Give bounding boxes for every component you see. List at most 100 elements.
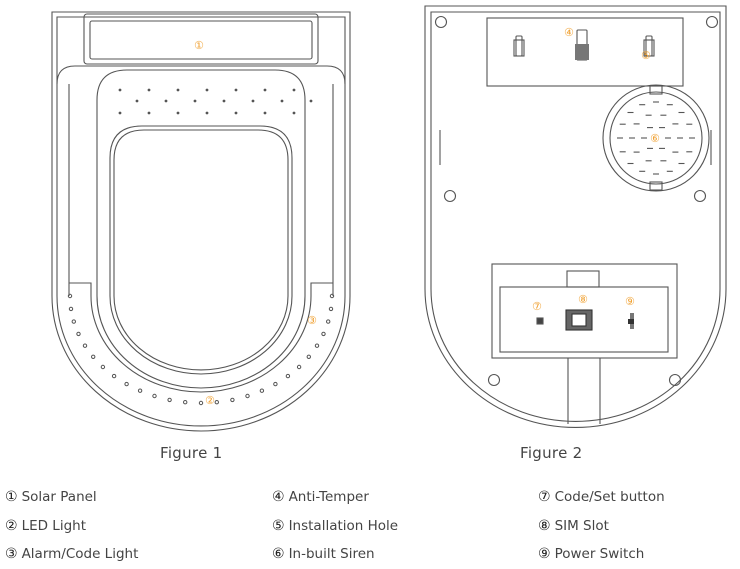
siren-bottom-tab [649, 181, 663, 191]
sensor-dot [205, 88, 209, 92]
sensor-dot [292, 88, 296, 92]
legend-label: Solar Panel [21, 489, 97, 506]
sensor-dot [205, 111, 209, 115]
sensor-dot [280, 99, 284, 103]
legend-label: Anti-Temper [288, 489, 369, 506]
led-dot [76, 331, 81, 337]
led-dot [326, 319, 331, 324]
legend-item-code-set-button: ⑦ Code/Set button [538, 483, 665, 512]
front-top-shoulder [56, 65, 346, 85]
led-dot [67, 293, 73, 299]
led-dot [245, 393, 250, 399]
figure-2-back-view [424, 5, 727, 428]
led-dot [124, 381, 129, 387]
led-dot [152, 393, 157, 399]
sensor-dot [118, 88, 122, 92]
install-hole-left-base [513, 39, 525, 57]
front-housing-outline [51, 11, 351, 432]
led-dot [321, 331, 326, 337]
led-dot [137, 388, 143, 393]
siren-outer-ring [602, 84, 710, 192]
figure-1-front-view [51, 11, 351, 432]
sensor-dot [176, 88, 180, 92]
module-frame [491, 263, 678, 359]
led-dot [91, 354, 96, 359]
bottom-cable-channel [567, 358, 601, 424]
solar-panel-outer [83, 13, 319, 65]
legend-number: ⑤ [272, 517, 285, 534]
legend-number: ⑧ [538, 517, 551, 534]
legend-label: Code/Set button [554, 489, 665, 506]
sensor-dot [234, 111, 238, 115]
legend-item-power-switch: ⑨ Power Switch [538, 540, 665, 569]
legend-number: ⑨ [538, 546, 551, 563]
screw-hole-top-right [705, 15, 719, 29]
legend-label: Installation Hole [288, 517, 399, 534]
install-hole-right-base [643, 39, 655, 57]
front-housing-inner-outline [56, 16, 346, 427]
screw-hole-top-left [434, 15, 448, 29]
solar-panel-inner [89, 20, 313, 60]
sensor-dot [147, 88, 151, 92]
siren-inner-ring [609, 91, 703, 185]
code-set-button [536, 317, 544, 325]
sensor-dot [193, 99, 197, 103]
led-dot [198, 400, 204, 406]
sensor-dot [263, 111, 267, 115]
legend-item-anti-temper: ④ Anti-Temper [272, 483, 398, 512]
callout-4: ④ [564, 26, 574, 39]
top-bracket [486, 17, 684, 87]
legend-item-sim-slot: ⑧ SIM Slot [538, 512, 665, 541]
sim-slot-window [571, 313, 587, 327]
module-top-tab [566, 270, 600, 288]
legend-column-3: ⑦ Code/Set button ⑧ SIM Slot ⑨ Power Swi… [538, 483, 665, 569]
callout-6: ⑥ [650, 132, 660, 145]
callout-1: ① [194, 39, 204, 52]
led-dot [273, 381, 278, 387]
screw-hole-bottom-right [668, 373, 682, 387]
legend-item-in-built-siren: ⑥ In-built Siren [272, 540, 398, 569]
led-dot [68, 306, 74, 312]
screw-hole-mid-right [693, 189, 707, 203]
led-dot [259, 388, 265, 393]
legend-number: ① [5, 489, 18, 506]
led-dot [100, 364, 106, 370]
device-diagram: ① ② ③ [51, 5, 727, 432]
siren-top-tab [649, 85, 663, 95]
legend-column-1: ① Solar Panel ② LED Light ③ Alarm/Code L… [5, 483, 138, 569]
lower-light-band [69, 282, 333, 393]
led-dot [214, 400, 220, 405]
callout-2: ② [205, 394, 215, 407]
sensor-dot [135, 99, 139, 103]
legend-number: ③ [5, 546, 18, 563]
legend-label: In-built Siren [288, 546, 375, 563]
legend-label: SIM Slot [554, 517, 609, 534]
led-dot [306, 354, 311, 359]
legend-item-alarm-code-light: ③ Alarm/Code Light [5, 540, 138, 569]
legend-item-solar-panel: ① Solar Panel [5, 483, 138, 512]
callout-7: ⑦ [532, 300, 542, 313]
anti-tamper-switch-body [575, 44, 589, 60]
legend-number: ⑦ [538, 489, 551, 506]
led-dot [329, 293, 335, 299]
legend-number: ④ [272, 489, 285, 506]
back-housing-outline [424, 5, 727, 428]
legend-label: LED Light [21, 517, 86, 534]
back-housing-inner-outline [430, 11, 721, 423]
sensor-dot [234, 88, 238, 92]
led-dot [314, 343, 320, 348]
led-dot [328, 306, 334, 312]
sensor-dot [309, 99, 313, 103]
legend-number: ② [5, 517, 18, 534]
lens-face [113, 129, 289, 371]
install-hole-left [515, 35, 523, 57]
led-dot [183, 400, 188, 405]
legend-item-led-light: ② LED Light [5, 512, 138, 541]
sensor-dot [251, 99, 255, 103]
led-dot [111, 373, 117, 379]
callout-9: ⑨ [625, 295, 635, 308]
sensor-dot [147, 111, 151, 115]
led-dot [285, 373, 291, 379]
sensor-dot [263, 88, 267, 92]
led-dot [167, 397, 172, 403]
